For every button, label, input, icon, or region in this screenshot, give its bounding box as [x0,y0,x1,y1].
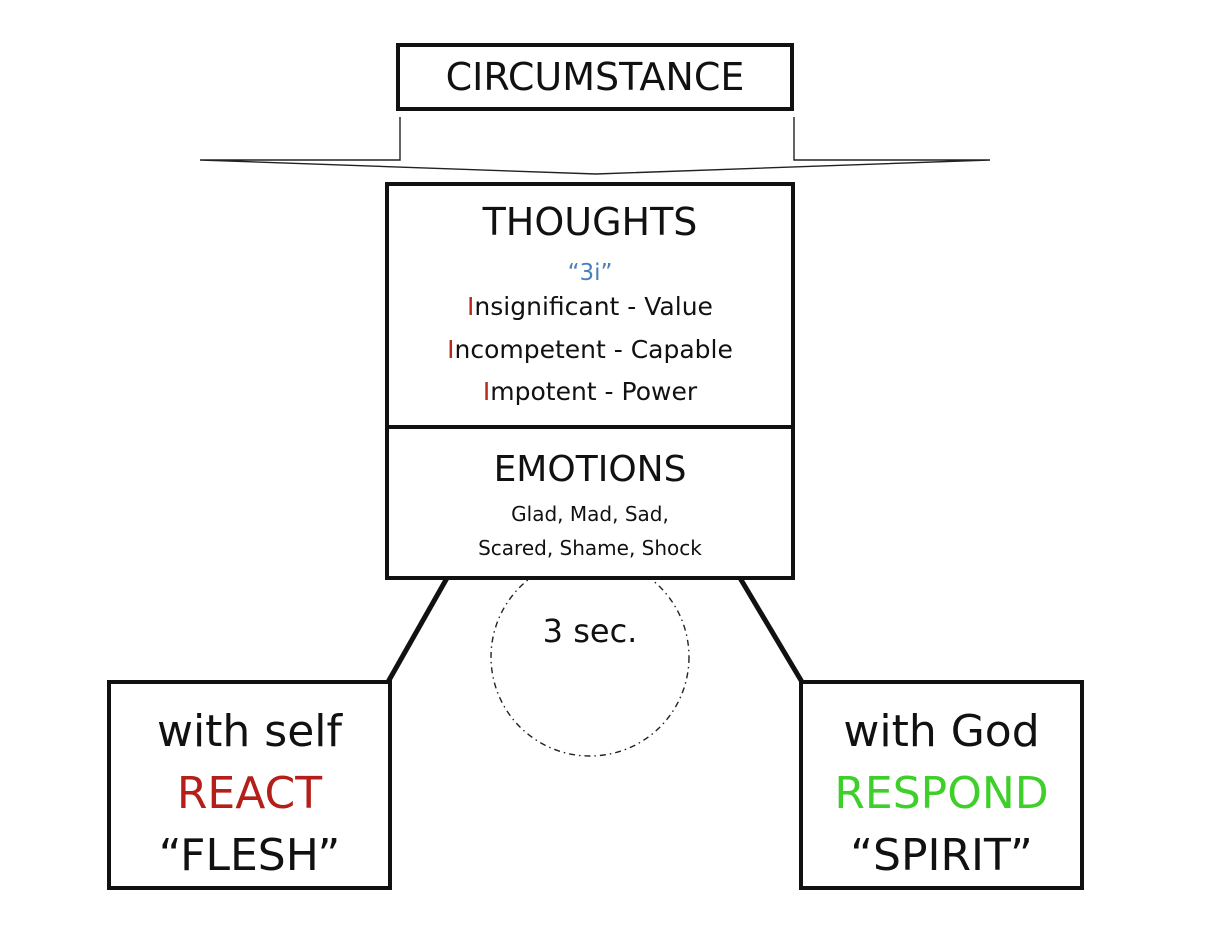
emotions-box: EMOTIONS Glad, Mad, Sad, Scared, Shame, … [385,425,795,580]
thought-line: Insignificant - Value [389,292,791,321]
thoughts-title: THOUGHTS [482,200,698,244]
emotions-list-line: Scared, Shame, Shock [478,536,702,560]
respond-box: with God RESPOND “SPIRIT” [799,680,1084,890]
thought-initial: I [467,292,475,321]
react-with-label: with self [156,706,343,757]
thought-text: mpotent - Power [490,377,698,406]
spirit-label: “SPIRIT” [850,830,1033,881]
down-arrow-shape [199,117,991,175]
thought-text: ncompetent - Capable [454,335,733,364]
emotions-list-line: Glad, Mad, Sad, [511,502,669,526]
thought-text: nsignificant - Value [474,292,713,321]
circumstance-label: CIRCUMSTANCE [445,55,745,99]
react-box: with self REACT “FLESH” [107,680,392,890]
flesh-label: “FLESH” [158,830,341,881]
circumstance-box: CIRCUMSTANCE [396,43,794,111]
thoughts-subtitle: “3i” [567,260,613,286]
react-word: REACT [176,768,323,819]
timer-circle [490,557,690,757]
thought-line: Impotent - Power [389,377,791,406]
emotions-title: EMOTIONS [493,449,687,490]
thoughts-box: THOUGHTS “3i” Insignificant - Value Inco… [385,182,795,429]
left-branch-line [385,576,450,684]
thought-line: Incompetent - Capable [389,335,791,364]
timer-label: 3 sec. [542,612,638,650]
respond-with-label: with God [843,706,1040,757]
right-branch-line [737,576,805,684]
thought-initial: I [482,377,491,406]
respond-word: RESPOND [834,768,1049,819]
thought-initial: I [447,335,455,364]
